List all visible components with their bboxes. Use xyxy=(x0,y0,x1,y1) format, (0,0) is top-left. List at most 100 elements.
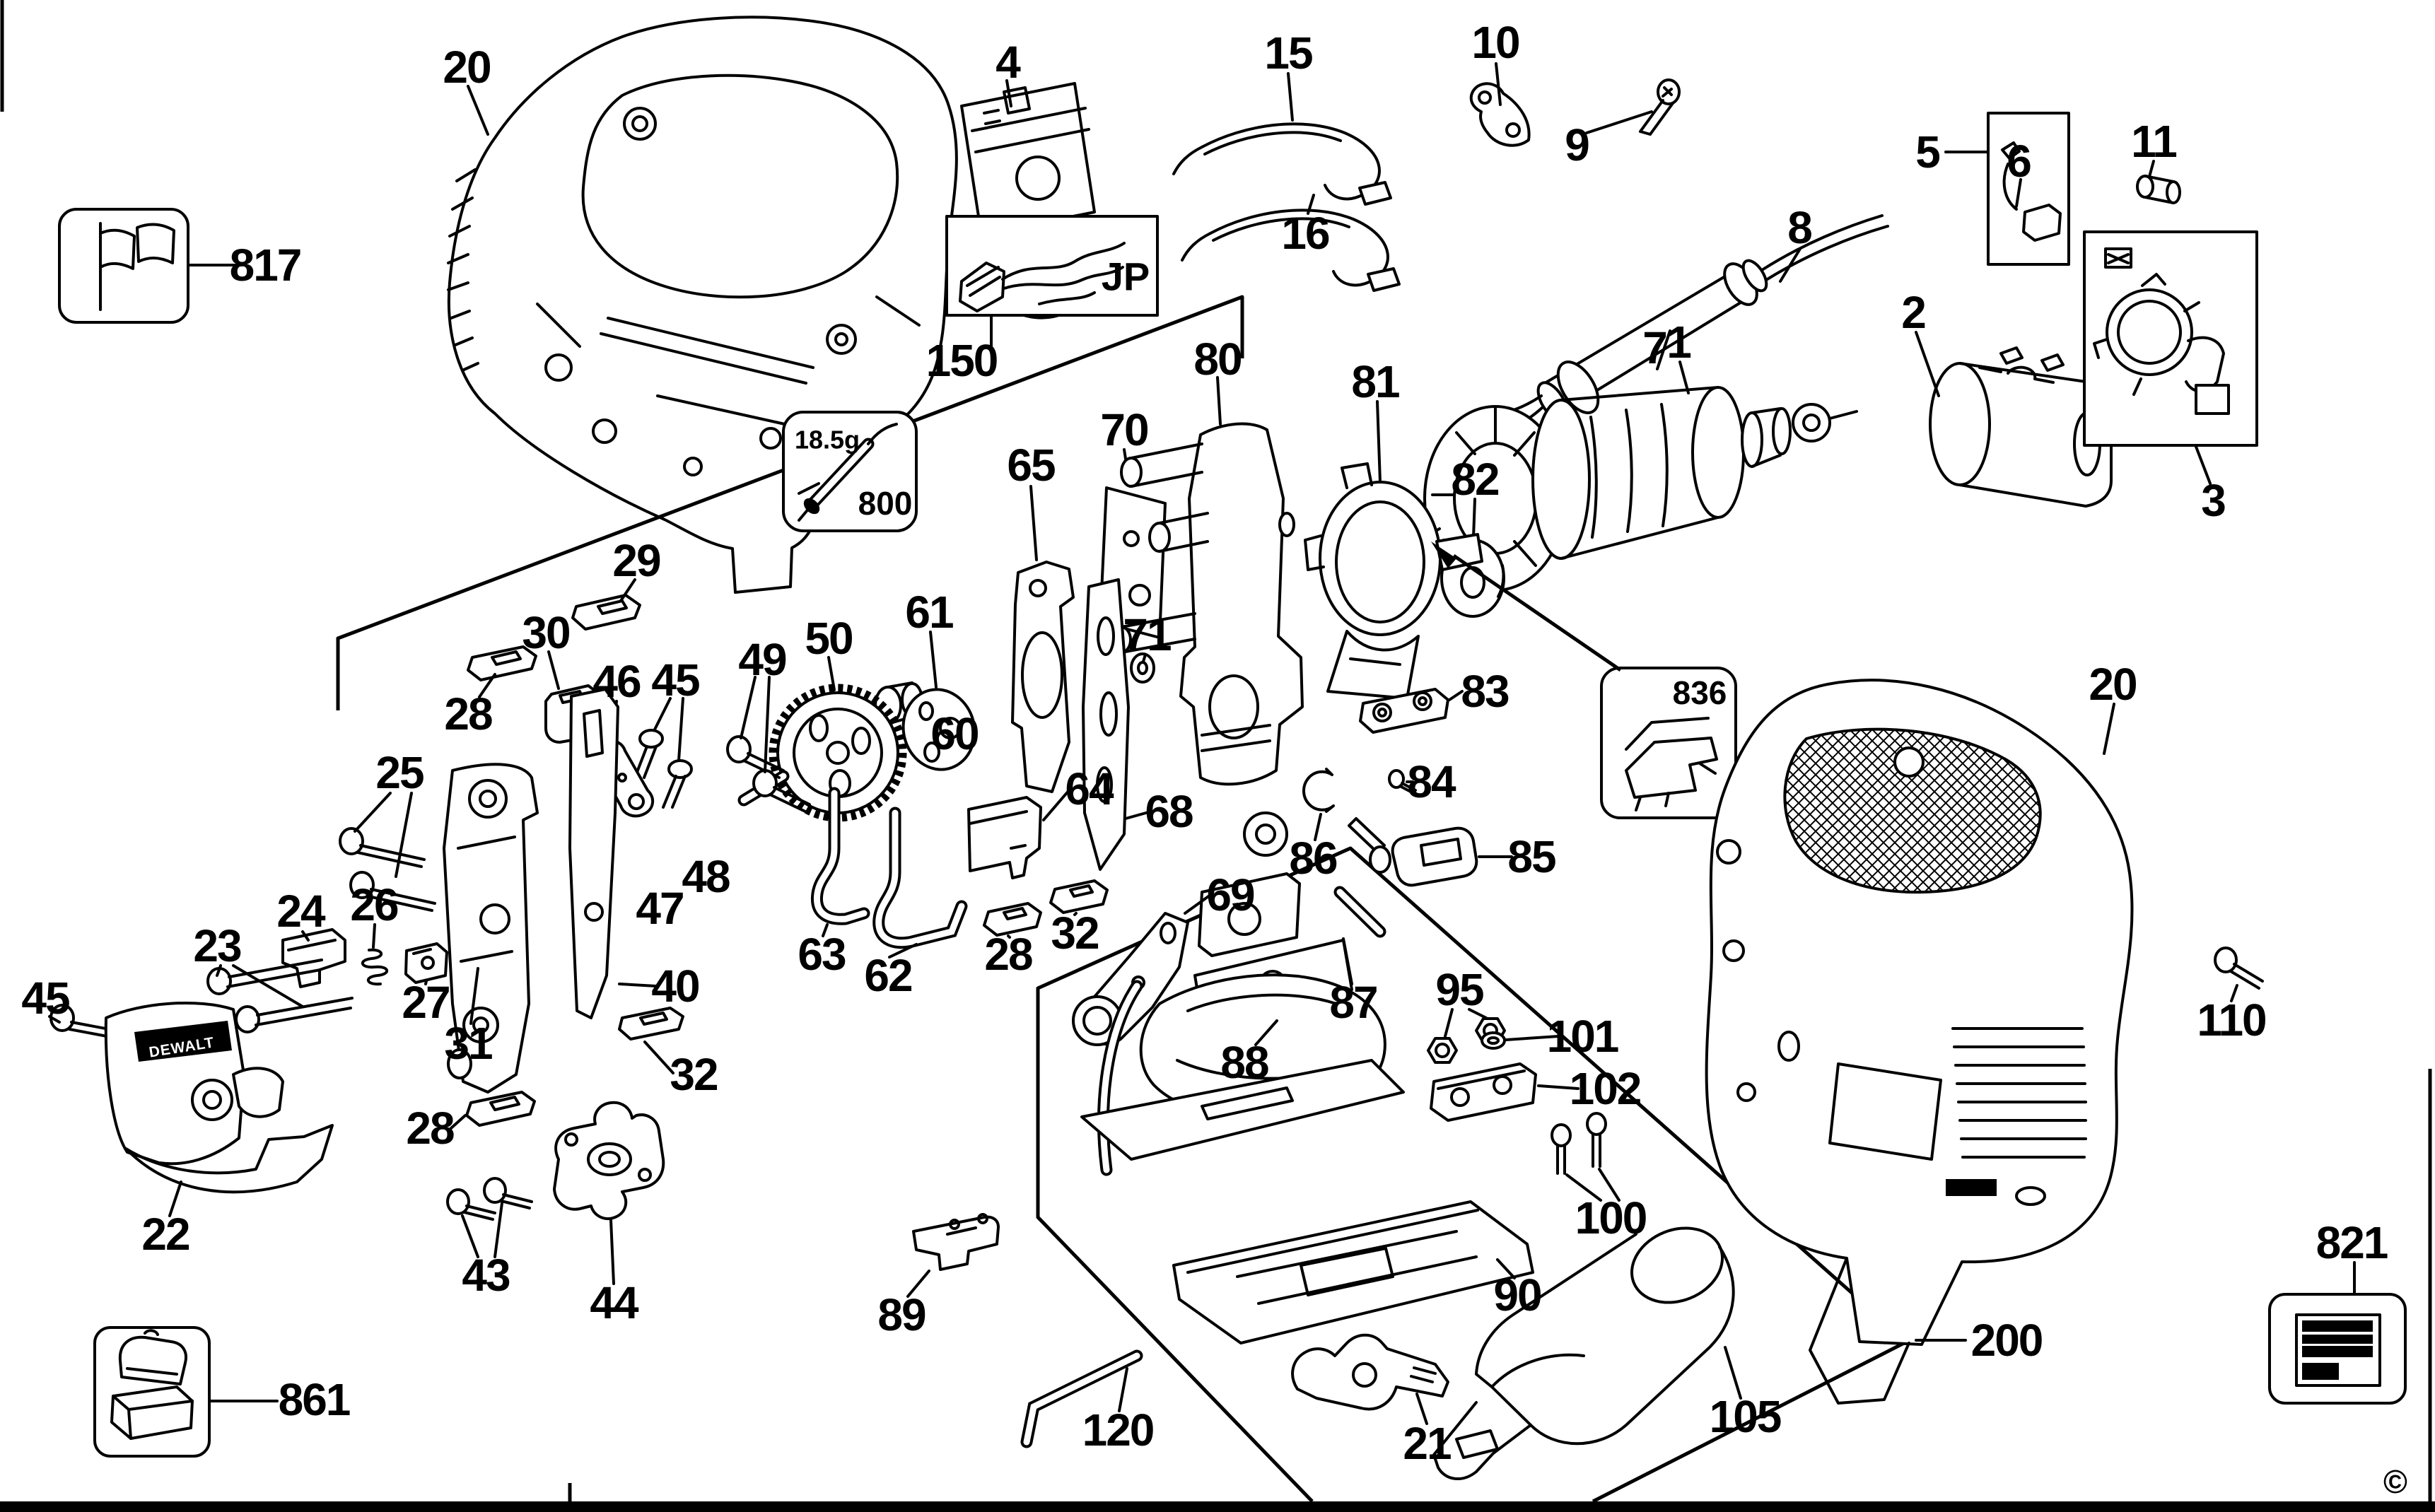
part-102-clamp-plate xyxy=(1430,1062,1579,1122)
part-120-hex-key xyxy=(1020,1349,1143,1448)
part-87-pin xyxy=(1333,886,1386,985)
callout-label-60: 60 xyxy=(930,708,978,759)
part-69-lever xyxy=(1072,893,1212,1046)
part-64-slide-block xyxy=(967,789,1070,879)
part-29-clamp-plate xyxy=(571,578,641,631)
callout-label-2: 2 xyxy=(1901,287,1925,338)
part-27-block xyxy=(404,942,448,985)
callout-label-68: 68 xyxy=(1145,786,1193,837)
part-68-holder-plate xyxy=(1082,578,1152,871)
part-40-holder-bar xyxy=(568,688,658,1019)
part-44-roller-guide xyxy=(553,1101,665,1285)
callout-label-8: 8 xyxy=(1787,202,1811,253)
callout-label-26: 26 xyxy=(350,879,398,930)
callout-label-32: 32 xyxy=(670,1049,718,1100)
callout-label-49: 49 xyxy=(738,634,786,685)
callout-label-861: 861 xyxy=(279,1374,350,1425)
callout-label-85: 85 xyxy=(1507,831,1555,882)
callout-label-7: 7 xyxy=(1642,322,1666,373)
kit-200-boundary xyxy=(1036,846,1909,1504)
callout-label-22: 22 xyxy=(141,1209,189,1260)
callout-label-83: 83 xyxy=(1461,666,1509,717)
part-20-right-housing xyxy=(1705,679,2134,1405)
callout-label-16: 16 xyxy=(1281,208,1329,259)
part-28-clamp-plate-a xyxy=(467,645,537,698)
part-50-gear xyxy=(737,656,907,822)
callout-label-86: 86 xyxy=(1289,833,1337,884)
callout-label-28: 28 xyxy=(984,929,1032,980)
callout-label-3: 3 xyxy=(2201,475,2225,526)
part-20-left-housing xyxy=(447,16,958,594)
part-100-screws xyxy=(1551,1112,1621,1202)
callout-label-70: 70 xyxy=(1100,404,1148,455)
callout-label-31: 31 xyxy=(444,1018,492,1069)
callout-label-6: 6 xyxy=(2007,136,2031,187)
part-2-field xyxy=(1915,331,2113,508)
part-24-bracket xyxy=(281,928,346,988)
callout-label-45: 45 xyxy=(21,973,69,1024)
part-22-front-cover xyxy=(104,1002,334,1217)
part-89-splinter-guard xyxy=(906,1213,1000,1298)
part-25-screws xyxy=(339,792,436,912)
inset-836-insert xyxy=(1431,541,1737,819)
callout-label-95: 95 xyxy=(1435,964,1483,1015)
callout-label-20: 20 xyxy=(2089,659,2136,710)
callout-label-102: 102 xyxy=(1570,1063,1641,1114)
callout-label-45: 45 xyxy=(651,655,699,705)
part-32-clamp-plate-a xyxy=(618,1007,684,1074)
callout-label-40: 40 xyxy=(651,961,699,1012)
callout-label-150: 150 xyxy=(926,335,998,386)
part-32-clamp-plate-b xyxy=(1049,879,1109,916)
callout-label-48: 48 xyxy=(682,851,730,902)
part-10-cord-clamp xyxy=(1469,62,1531,147)
callout-label-43: 43 xyxy=(462,1250,510,1301)
callout-label-69: 69 xyxy=(1206,869,1254,920)
inset-150-jp-wire-set xyxy=(945,215,1159,348)
part-80-lifter-housing xyxy=(1111,376,1304,786)
callout-label-30: 30 xyxy=(522,607,569,658)
part-63-hook xyxy=(810,787,870,937)
callout-label-JP: JP xyxy=(1102,254,1150,299)
callout-label-20: 20 xyxy=(443,42,490,93)
callout-label-27: 27 xyxy=(402,977,449,1028)
inset-821-label xyxy=(2268,1261,2407,1405)
callout-label-10: 10 xyxy=(1471,17,1519,68)
part-101-washer xyxy=(1481,1031,1560,1050)
callout-label-32: 32 xyxy=(1051,908,1099,959)
part-110-screw xyxy=(2214,947,2264,1002)
part-61-counterweight xyxy=(901,631,976,771)
callout-label-90: 90 xyxy=(1493,1270,1541,1320)
callout-label-46: 46 xyxy=(592,656,641,707)
callout-label-821: 821 xyxy=(2316,1217,2388,1268)
inset-5-brush-service-kit xyxy=(1944,112,2070,266)
callout-label-44: 44 xyxy=(590,1277,639,1328)
callout-label-101: 101 xyxy=(1547,1011,1618,1062)
callout-label-47: 47 xyxy=(636,883,683,934)
callout-label-82: 82 xyxy=(1451,454,1499,505)
part-62-hook xyxy=(872,807,968,959)
part-15-lead-wire xyxy=(1172,72,1392,206)
callout-label-61: 61 xyxy=(905,587,953,638)
callout-label-817: 817 xyxy=(230,240,301,291)
callout-label-15: 15 xyxy=(1264,28,1312,78)
part-16-lead-wire xyxy=(1181,194,1401,292)
part-83-plate xyxy=(1359,688,1464,734)
callout-label-80: 80 xyxy=(1193,334,1241,385)
callout-label-24: 24 xyxy=(276,886,326,937)
callout-label-836: 836 xyxy=(1673,674,1727,711)
part-7-cord-protector xyxy=(1476,259,1768,435)
callout-label-62: 62 xyxy=(864,950,912,1001)
callout-label-89: 89 xyxy=(877,1289,925,1340)
callout-label-71: 71 xyxy=(1123,609,1171,660)
callout-label-110: 110 xyxy=(2197,995,2265,1045)
part-85-knob xyxy=(1348,817,1513,887)
callout-label-64: 64 xyxy=(1065,763,1114,814)
callout-label-4: 4 xyxy=(995,37,1021,88)
part-28-clamp-plate-c xyxy=(450,1091,536,1130)
callout-label-23: 23 xyxy=(193,920,241,971)
part-88-shoe-assembly xyxy=(1080,973,1405,1176)
part-43-screws xyxy=(446,1177,533,1258)
part-45-screws-upper xyxy=(633,697,693,809)
